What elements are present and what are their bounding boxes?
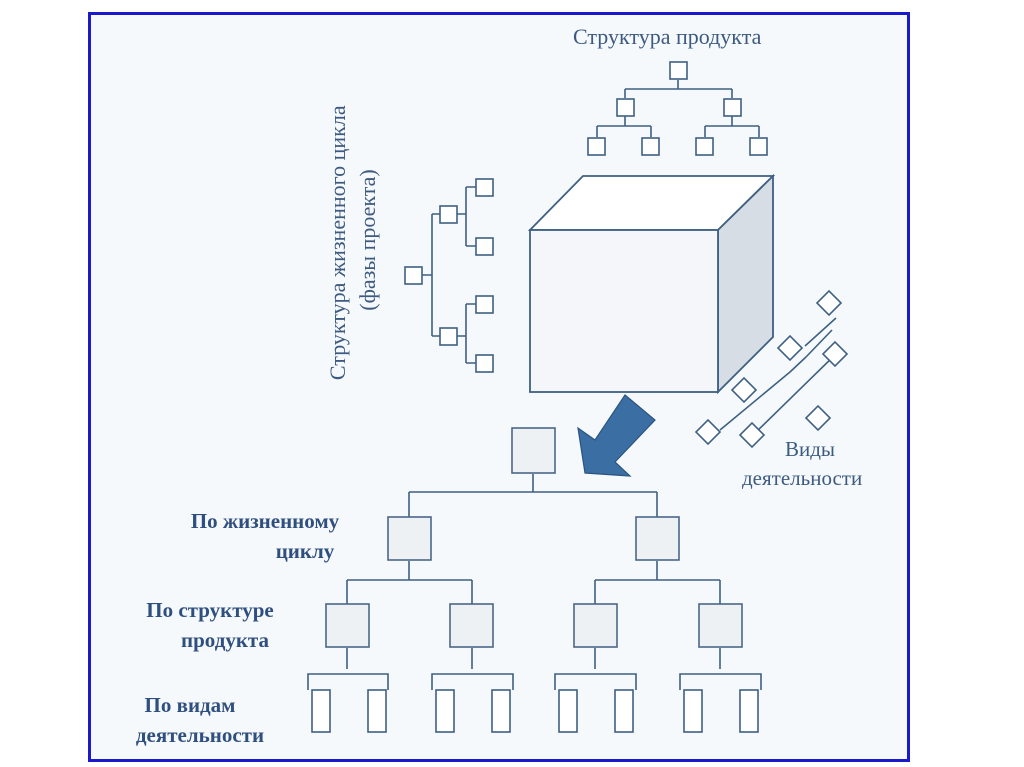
activity-leaf	[614, 689, 634, 733]
tree-node	[669, 61, 688, 80]
tree-node	[804, 404, 832, 432]
tree-node	[723, 98, 742, 117]
tree-node	[616, 98, 635, 117]
activity-types-label-1: Виды	[785, 437, 836, 461]
activity-leaf-group	[679, 673, 762, 733]
activity-types-tree	[694, 289, 849, 449]
tree-node	[695, 137, 714, 156]
activity-leaf-group	[307, 673, 389, 733]
level-label-line: деятельности	[135, 723, 265, 747]
tree-node	[815, 289, 843, 317]
tree-node	[776, 334, 804, 362]
level-label-line: По жизненному	[190, 509, 340, 533]
activity-leaf-group	[431, 673, 514, 733]
tree-node	[404, 266, 423, 285]
level-label-line: продукта	[181, 628, 269, 652]
cube	[527, 173, 776, 395]
tree-node	[738, 421, 766, 449]
product-node	[325, 603, 370, 648]
tree-node	[475, 295, 494, 314]
tree-node	[694, 418, 722, 446]
down-left-arrow	[577, 394, 656, 477]
activity-leaf	[367, 689, 387, 733]
tree-node	[641, 137, 660, 156]
activity-leaf	[491, 689, 511, 733]
tree-node	[475, 237, 494, 256]
tree-node	[587, 137, 606, 156]
root-node	[511, 427, 556, 474]
level-label-activity: По видам деятельности	[100, 690, 300, 750]
tree-node	[439, 205, 458, 224]
activity-leaf	[739, 689, 759, 733]
level-label-product: По структуре продукта	[110, 595, 310, 655]
lifecycle-structure-label: Структура жизненного цикла (фазы проекта…	[325, 100, 380, 380]
activity-leaf	[435, 689, 455, 733]
activity-types-label-2: деятельности	[742, 466, 863, 490]
level-label-line: По структуре	[146, 598, 274, 622]
tree-node	[439, 327, 458, 346]
tree-node	[730, 376, 758, 404]
product-structure-label: Структура продукта	[573, 24, 762, 49]
level-label-lifecycle: По жизненному циклу	[150, 506, 380, 566]
lifecycle-structure-tree	[404, 178, 494, 373]
product-node	[698, 603, 743, 648]
tree-node	[821, 340, 849, 368]
hierarchy-tree	[307, 427, 762, 733]
lifecycle-node	[387, 516, 432, 561]
activity-leaf	[683, 689, 703, 733]
activity-leaf	[311, 689, 331, 733]
lifecycle-node	[635, 516, 680, 561]
activity-leaf	[558, 689, 578, 733]
activity-leaf-group	[554, 673, 637, 733]
tree-node	[475, 354, 494, 373]
level-label-line: По видам	[144, 693, 236, 717]
tree-node	[475, 178, 494, 197]
product-node	[449, 603, 494, 648]
tree-node	[749, 137, 768, 156]
product-node	[573, 603, 618, 648]
product-structure-tree	[587, 61, 768, 156]
level-label-line: циклу	[275, 539, 335, 563]
